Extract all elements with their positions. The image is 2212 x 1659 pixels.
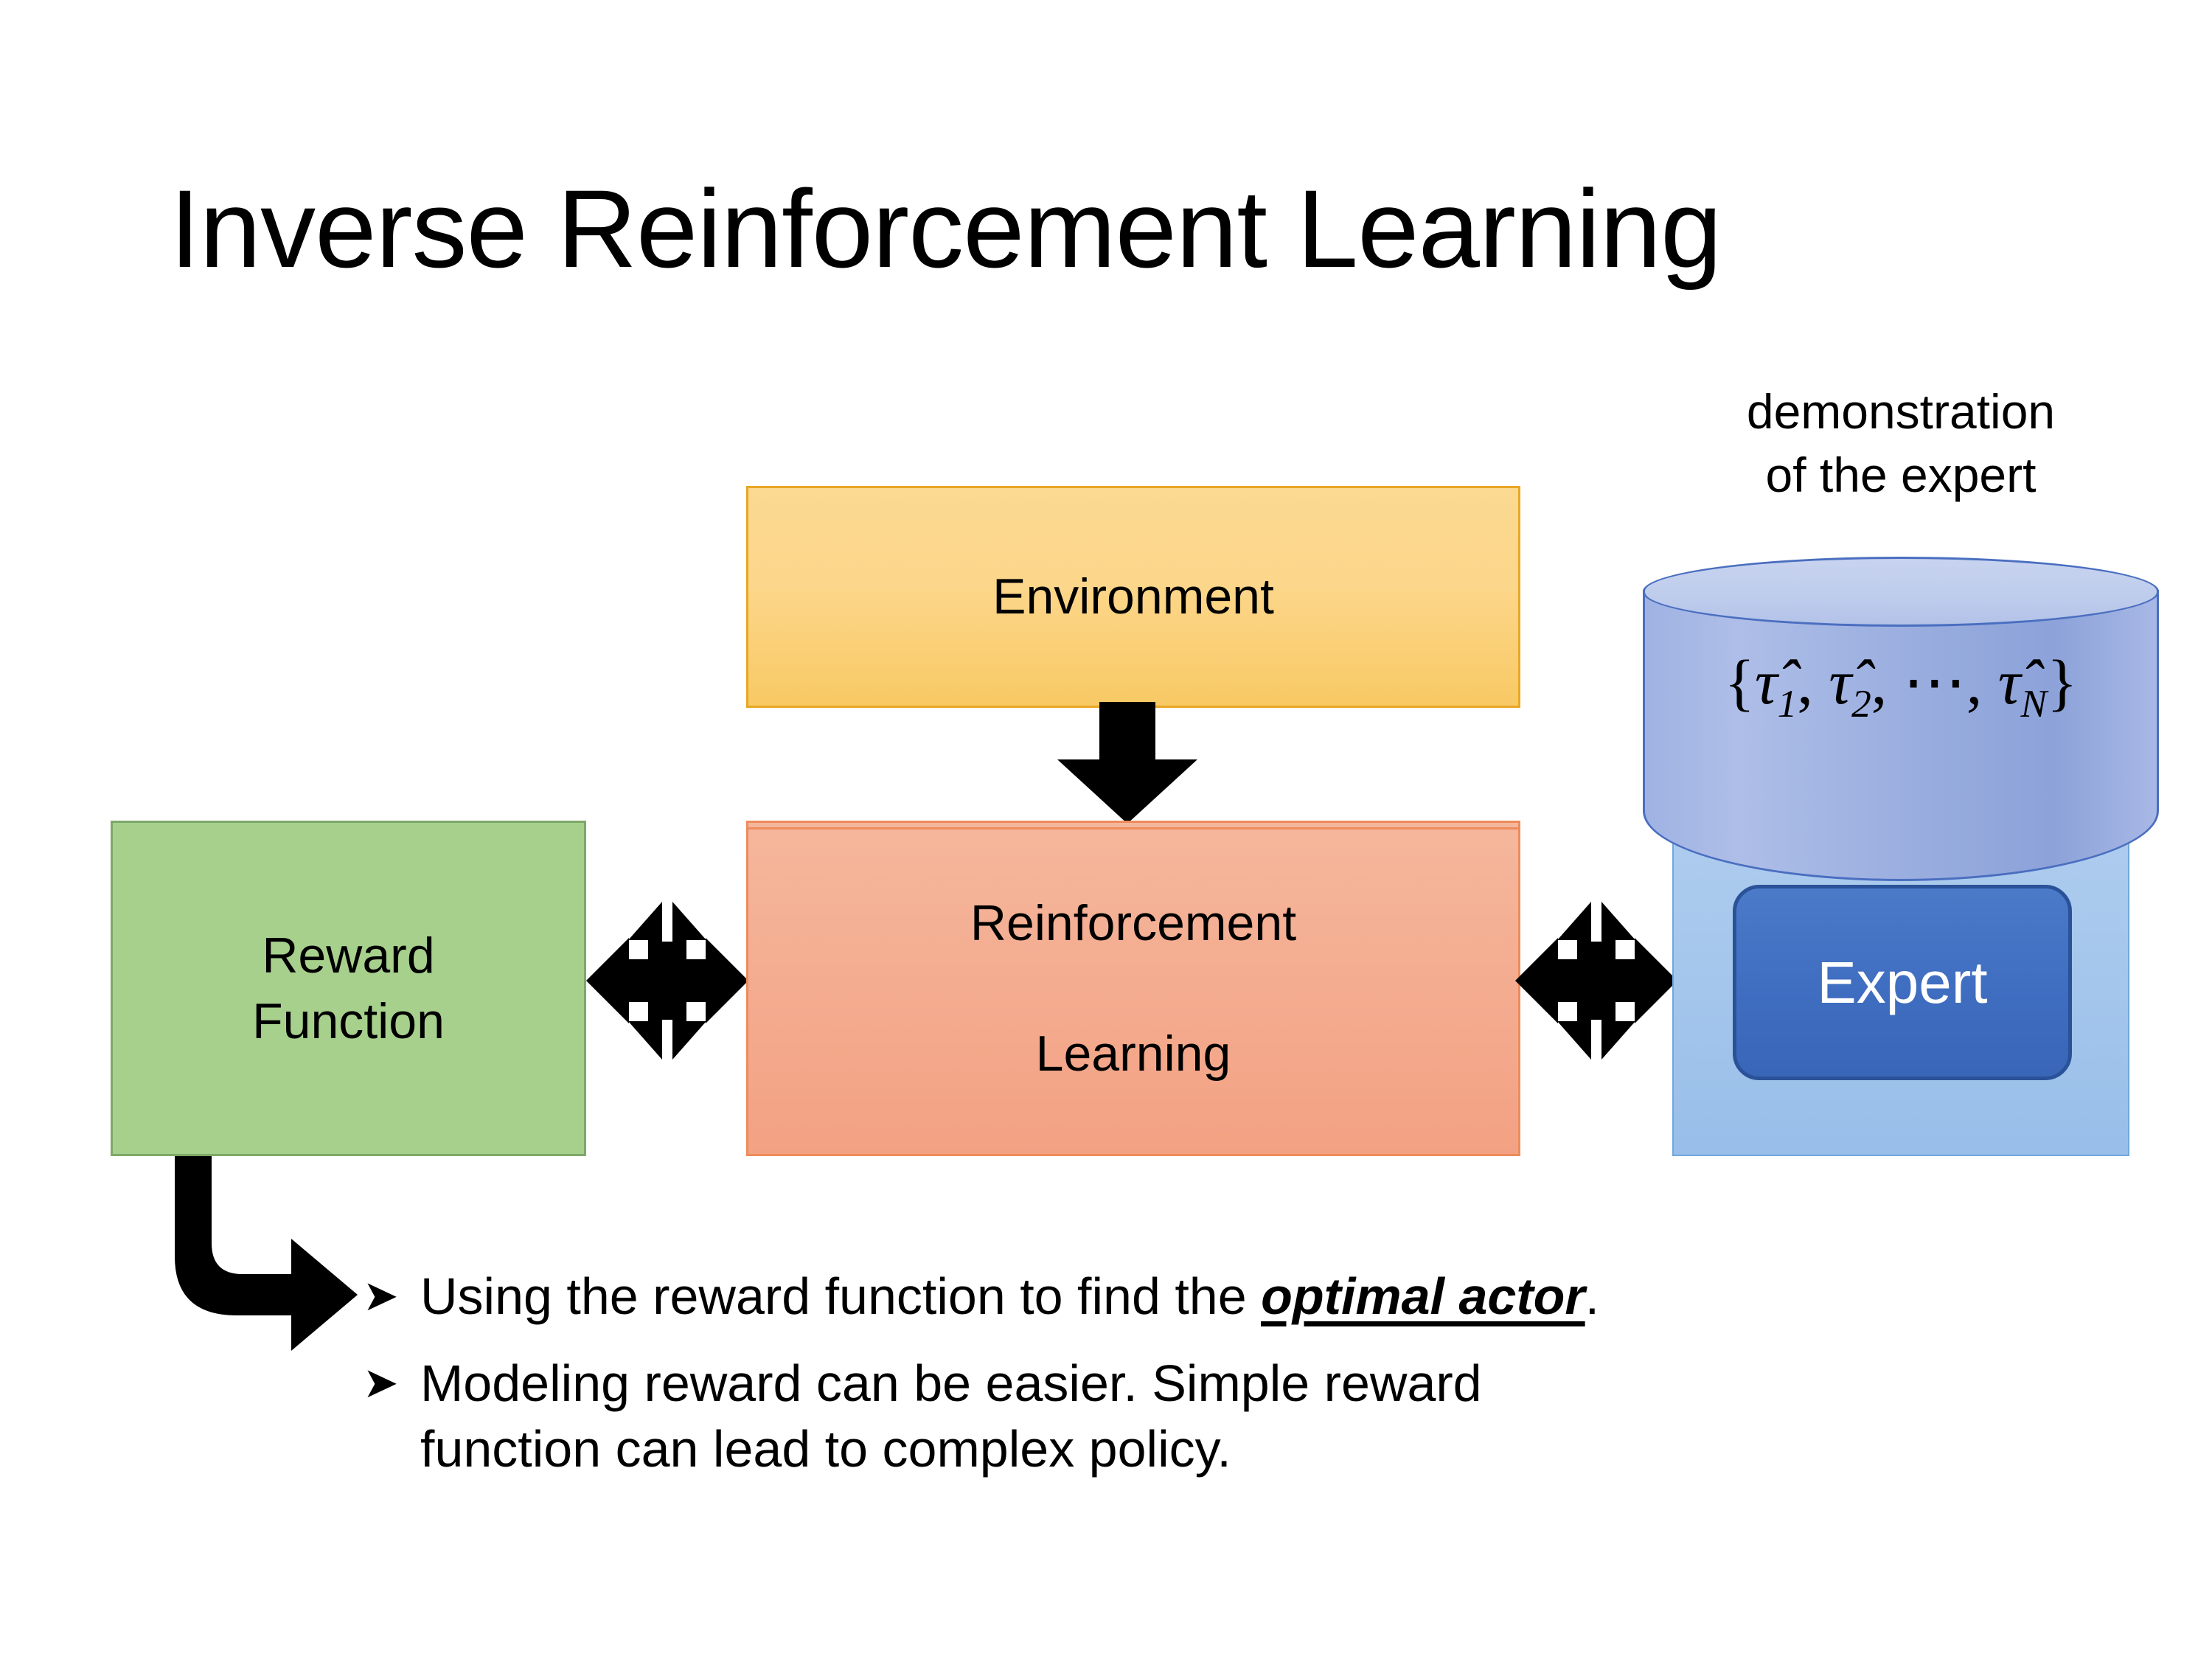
bullet-arrow-icon: ➤	[363, 1270, 399, 1321]
formula-sep-2: , ⋯,	[1871, 647, 1998, 717]
bullet-2-line1: Modeling reward can be easier. Simple re…	[420, 1354, 1482, 1412]
double-headed-arrow-rl-expert-icon	[1515, 896, 1677, 1065]
formula-sub-1: 1	[1777, 681, 1798, 726]
formula-sub-n: N	[2020, 681, 2048, 726]
formula-open-brace: {	[1724, 647, 1755, 717]
bullet-1-text-before: Using the reward function to find the	[420, 1267, 1262, 1325]
bullet-1-text-after: .	[1585, 1267, 1600, 1325]
demonstration-caption-line1: demonstration	[1746, 384, 2056, 439]
cylinder-top-ellipse	[1643, 557, 2159, 627]
reward-function-label-line1: Reward	[262, 928, 435, 984]
reward-function-label-line2: Function	[252, 992, 445, 1049]
reinforcement-learning-box-label: Reinforcement Learning	[970, 891, 1296, 1086]
trajectory-set-formula: {τ̂1, τ̂2, ⋯, τ̂N}	[1643, 645, 2159, 726]
bullet-text-1: Using the reward function to find the op…	[420, 1264, 2096, 1330]
reward-function-box-label: Reward Function	[252, 923, 445, 1054]
formula-tau-1: τ̂	[1754, 647, 1778, 717]
demonstration-caption-line2: of the expert	[1765, 447, 2037, 502]
arrow-reward-to-notes-icon	[175, 1156, 358, 1351]
list-item: ➤ Using the reward function to find the …	[363, 1264, 2096, 1330]
environment-box-label: Environment	[992, 568, 1274, 625]
double-headed-arrow-reward-rl-icon	[586, 896, 748, 1065]
bullet-list: ➤ Using the reward function to find the …	[363, 1264, 2096, 1503]
formula-close-brace: }	[2047, 647, 2078, 717]
arrow-environment-to-rl-icon	[1057, 702, 1197, 824]
demonstration-caption: demonstration of the expert	[1665, 380, 2137, 507]
rl-label-line2: Learning	[1035, 1025, 1231, 1082]
bullet-arrow-icon: ➤	[363, 1357, 399, 1408]
cylinder-body-shape	[1643, 590, 2159, 811]
reinforcement-learning-box: Reinforcement Learning	[746, 821, 1520, 1156]
environment-box: Environment	[746, 486, 1520, 708]
formula-tau-n: τ̂	[1997, 647, 2021, 717]
bullet-1-emphasis: optimal actor	[1261, 1267, 1585, 1325]
formula-sep-1: ,	[1797, 647, 1829, 717]
bullet-text-2: Modeling reward can be easier. Simple re…	[420, 1351, 2096, 1483]
formula-tau-2: τ̂	[1829, 647, 1852, 717]
rl-label-line1: Reinforcement	[970, 894, 1297, 951]
formula-sub-2: 2	[1851, 681, 1871, 726]
list-item: ➤ Modeling reward can be easier. Simple …	[363, 1351, 2096, 1483]
bullet-2-line2: function can lead to complex policy.	[420, 1420, 1231, 1478]
expert-box-label: Expert	[1817, 949, 1988, 1015]
reward-function-box: Reward Function	[111, 821, 586, 1156]
demonstration-cylinder: {τ̂1, τ̂2, ⋯, τ̂N}	[1643, 557, 2159, 881]
expert-box: Expert	[1733, 885, 2072, 1080]
page-title: Inverse Reinforcement Learning	[170, 167, 1722, 291]
